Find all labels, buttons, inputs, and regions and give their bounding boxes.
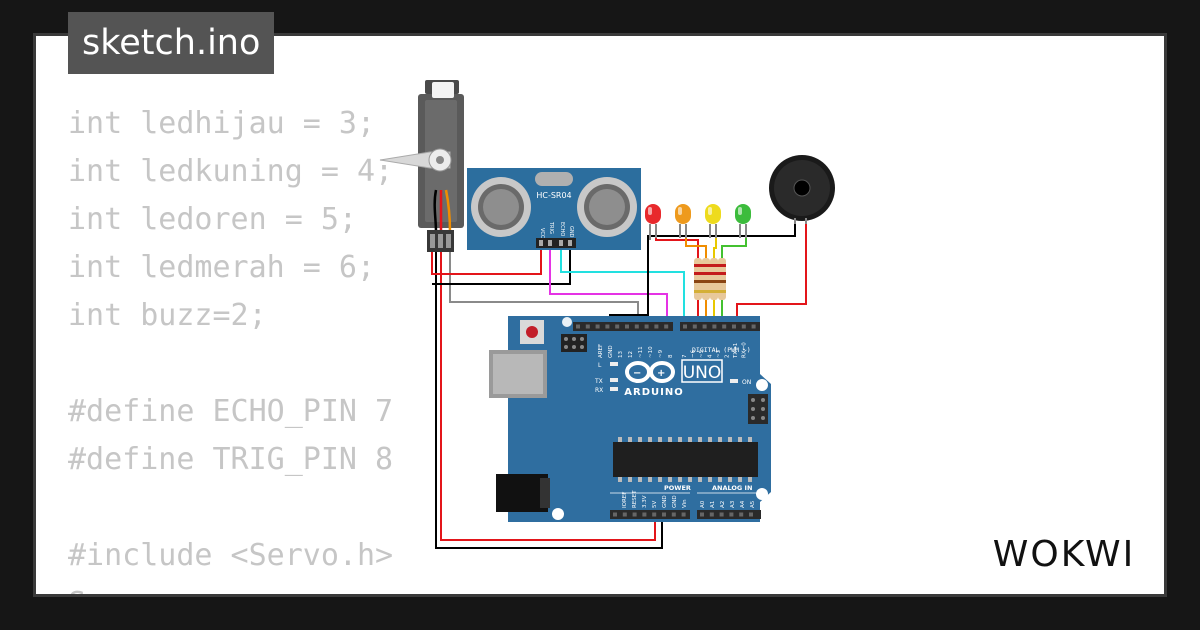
board-digital-pin-label: 2 <box>725 355 731 359</box>
wire-buzzer <box>736 222 807 326</box>
board-pin-label: 5V <box>652 501 658 508</box>
code-line: int ledkuning = 4; <box>68 154 394 189</box>
file-name-tab[interactable]: sketch.ino <box>68 12 275 74</box>
resistors[interactable] <box>694 258 726 300</box>
board-digital-pin-label: ~5 <box>699 349 705 358</box>
board-pin-label: GND <box>672 495 678 508</box>
wires <box>431 222 807 549</box>
wire-led-red <box>655 226 699 258</box>
board-digital-pin-label: 4 <box>708 354 714 358</box>
led-label-tx: TX <box>594 378 603 385</box>
sensor-model-label: HC-SR04 <box>536 191 571 200</box>
board-digital-pin-label: 8 <box>668 354 674 358</box>
led-red[interactable] <box>645 204 661 240</box>
code-line: Servo myservo; <box>68 580 393 594</box>
servo-motor[interactable] <box>379 80 464 252</box>
svg-text:+: + <box>657 368 665 379</box>
board-pin-label: A2 <box>720 501 726 508</box>
microcontroller-chip <box>613 442 758 477</box>
board-digital-pin-label: 7 <box>682 354 688 358</box>
svg-text:−: − <box>633 368 641 379</box>
wire-servo-5v <box>440 250 656 541</box>
code-line: #define TRIG_PIN 8 <box>68 442 394 477</box>
board-digital-pin-label: GND <box>608 345 614 358</box>
wokwi-logo-text: WOKWI <box>993 534 1135 575</box>
wire-led-orange <box>685 226 707 258</box>
buzzer[interactable] <box>769 155 835 224</box>
code-line: int buzz=2; <box>68 298 267 333</box>
board-pin-label: A4 <box>740 500 746 508</box>
analog-header-label: ANALOG IN <box>712 484 752 492</box>
led-label-rx: RX <box>595 387 603 394</box>
board-brand-label: ARDUINO <box>624 387 683 398</box>
led-label-l: L <box>598 362 602 369</box>
code-line: int ledoren = 5; <box>68 202 357 237</box>
board-pin-label: GND <box>662 495 668 508</box>
arduino-logo-icon <box>625 361 675 383</box>
wire-sensor-trig <box>549 248 668 326</box>
code-line: #include <Servo.h> <box>68 538 394 573</box>
wire-servo-gnd <box>435 250 663 549</box>
sensor-pin-vcc: VCC <box>539 228 545 239</box>
power-jack[interactable] <box>496 474 548 512</box>
board-pin-label: A1 <box>710 501 716 508</box>
power-header-label: POWER <box>664 484 691 492</box>
board-pin-label: A3 <box>730 500 736 508</box>
board-digital-pin-label: RX←0 <box>742 342 748 358</box>
board-pin-label: 3.3V <box>642 495 648 508</box>
board-digital-pin-label: TX→1 <box>733 343 739 359</box>
digital-header-label: DIGITAL (PWM ~) <box>692 346 751 354</box>
sensor-pin-gnd: GND <box>568 226 574 238</box>
resistor-1[interactable] <box>694 258 702 300</box>
sensor-pin-echo: ECHO <box>559 222 565 236</box>
led-green[interactable] <box>735 204 751 238</box>
wire-led-green <box>721 226 747 258</box>
led-orange[interactable] <box>675 204 691 238</box>
board-digital-pin-label: ~6 <box>691 349 697 358</box>
led-yellow[interactable] <box>705 204 721 238</box>
ultrasonic-sensor[interactable]: HC-SR04 VCC TRIG ECHO GND <box>467 168 641 250</box>
board-digital-pin-label: ~9 <box>658 349 664 358</box>
wire-sensor-gnd <box>432 248 571 285</box>
code-line: #define ECHO_PIN 7 <box>68 394 394 429</box>
board-digital-pin-label: 13 <box>618 351 624 358</box>
code-editor[interactable]: int ledhijau = 3; int ledkuning = 4; int l… <box>68 100 393 594</box>
board-digital-pin-label: ~11 <box>638 346 644 358</box>
board-pin-label: A5 <box>750 500 756 508</box>
board-digital-pin-label: ~10 <box>648 346 654 358</box>
on-led-label: ON <box>742 379 751 386</box>
board-pin-label: Vin <box>682 499 688 508</box>
code-line: int ledmerah = 6; <box>68 250 376 285</box>
board-digital-pin-label: 12 <box>628 351 634 358</box>
board-digital-pin-label: AREF <box>598 344 604 358</box>
resistor-4[interactable] <box>718 258 726 300</box>
wire-sensor-vcc <box>431 248 542 275</box>
board-pin-label: IOREF <box>622 492 628 508</box>
sensor-pin-trig: TRIG <box>548 221 554 234</box>
arduino-uno-board[interactable]: − + UNO ARDUINO ON L TX RX DIGITAL (PWM … <box>489 316 771 522</box>
board-pin-label: RESET <box>632 490 638 508</box>
wokwi-logo: WOKWI <box>993 534 1135 575</box>
wire-sensor-echo <box>560 248 685 326</box>
resistor-2[interactable] <box>702 258 710 300</box>
board-pin-label: A0 <box>700 500 706 508</box>
code-line: int ledhijau = 3; <box>68 106 376 141</box>
board-digital-pin-label: ~3 <box>716 349 722 358</box>
resistor-3[interactable] <box>710 258 718 300</box>
board-model-label: UNO <box>683 363 722 383</box>
